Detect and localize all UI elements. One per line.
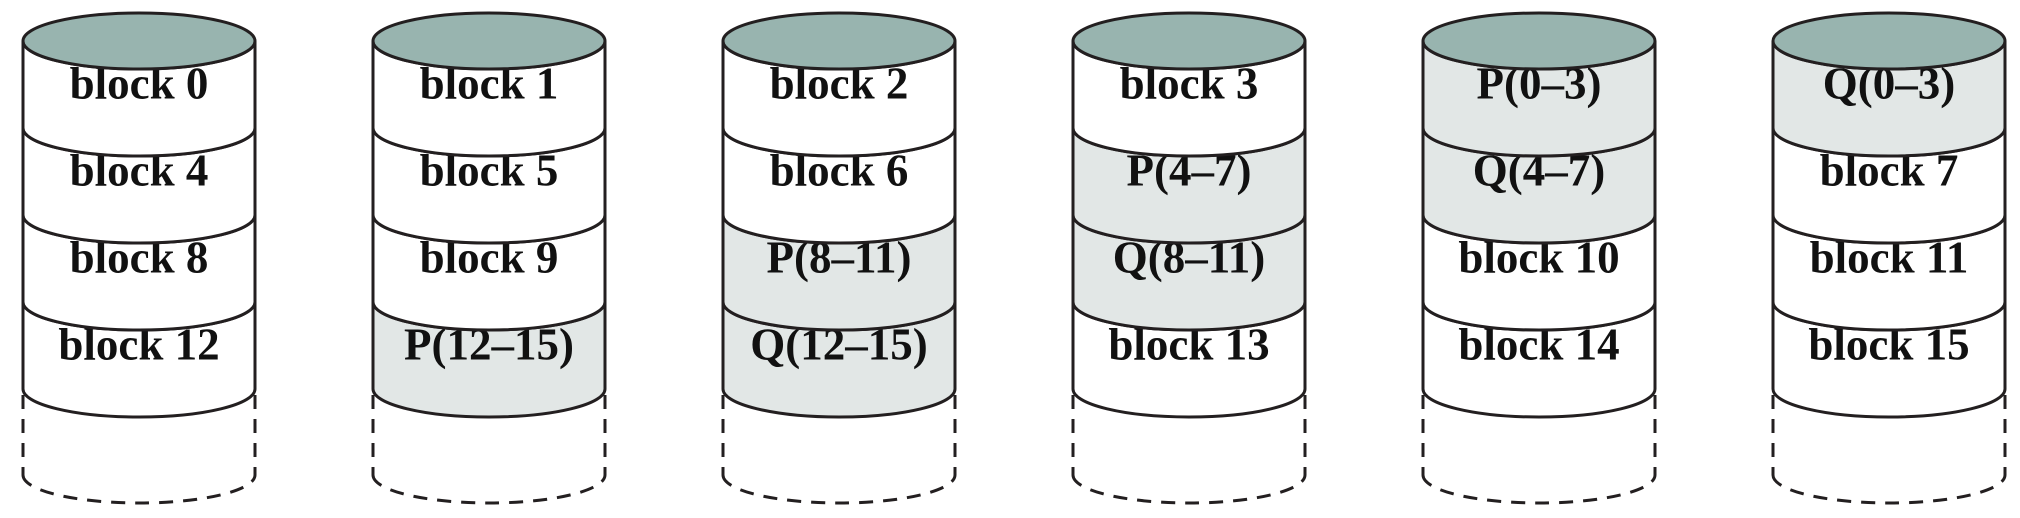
dashed-bottom [371, 474, 607, 505]
disk-top-cap [1421, 11, 1657, 71]
disk-top-cap [21, 11, 257, 71]
disk-top-cap [1771, 11, 2007, 71]
dashed-bottom [1421, 474, 1657, 505]
disk-empty-space [21, 395, 257, 505]
disk-top-cap [721, 11, 957, 71]
disk-3: block 13Q(8–11)P(4–7)block 3 [1071, 11, 1307, 505]
disk-top-cap [1071, 11, 1307, 71]
dashed-bottom [21, 474, 257, 505]
disk-empty-space [1071, 395, 1307, 505]
dashed-bottom [1071, 474, 1307, 505]
data-block: block 12 [21, 301, 257, 419]
disk-empty-space [371, 395, 607, 505]
disk-top-cap [371, 11, 607, 71]
parity-block: Q(8–11) [1071, 214, 1307, 332]
dashed-bottom [721, 474, 957, 505]
data-block: block 14 [1421, 301, 1657, 419]
disk-empty-space [1771, 395, 2007, 505]
dashed-bottom [1771, 474, 2007, 505]
disk-empty-space [721, 395, 957, 505]
disk-empty-space [1421, 395, 1657, 505]
